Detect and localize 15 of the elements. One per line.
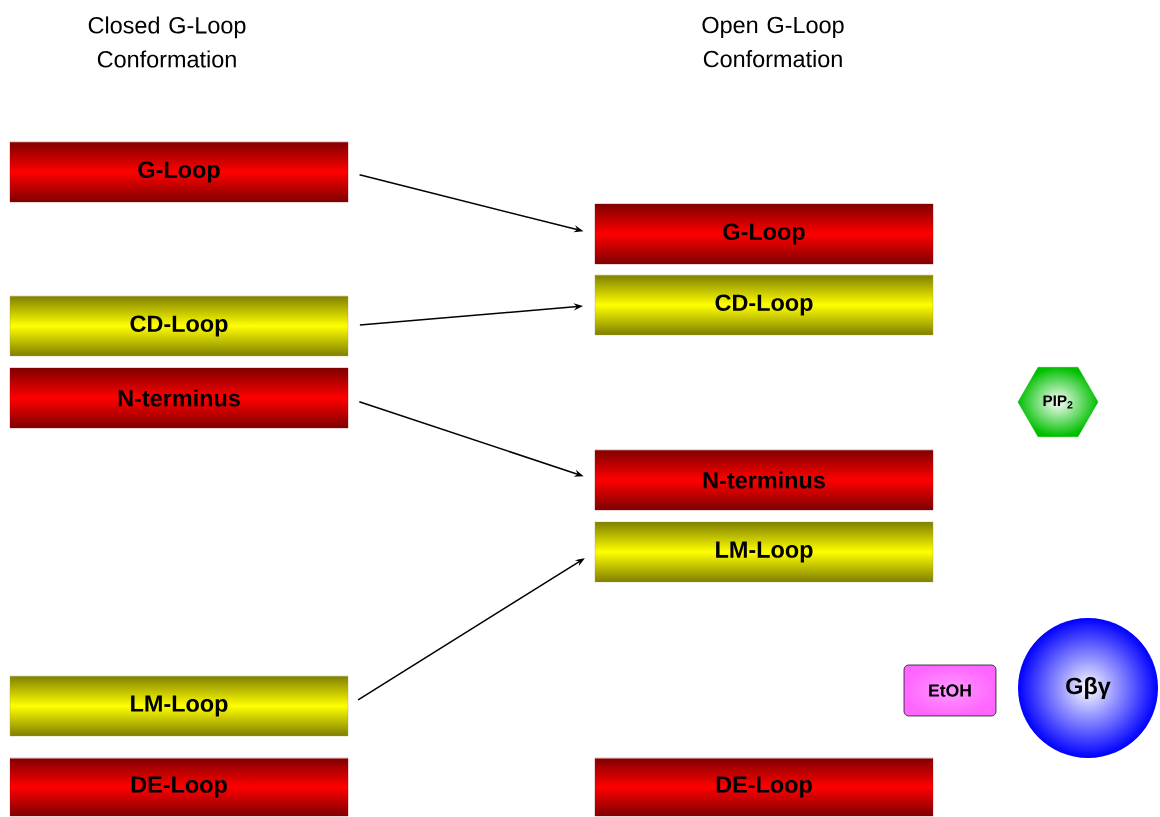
domain-bar: DE-Loop xyxy=(594,757,934,817)
molecule-hexagon: PIP$_{2}$ xyxy=(1017,367,1099,437)
domain-bar: N-terminus xyxy=(9,367,349,429)
domain-bar: CD-Loop xyxy=(594,274,934,336)
domain-bar: CD-Loop xyxy=(9,295,349,357)
domain-bar: DE-Loop xyxy=(9,757,349,817)
domain-bar: LM-Loop xyxy=(9,675,349,737)
domain-bar: N-terminus xyxy=(594,449,934,511)
column-heading: Open G-Loop Conformation xyxy=(702,16,844,68)
domain-bar: LM-Loop xyxy=(594,521,934,583)
column-heading: Closed G-Loop Conformation xyxy=(88,16,246,68)
domain-bar: G-Loop xyxy=(9,141,349,203)
protein-sphere: Gβγ xyxy=(1066,677,1111,699)
domain-bar: G-Loop xyxy=(594,203,934,265)
molecule-box: EtOH xyxy=(903,664,997,717)
